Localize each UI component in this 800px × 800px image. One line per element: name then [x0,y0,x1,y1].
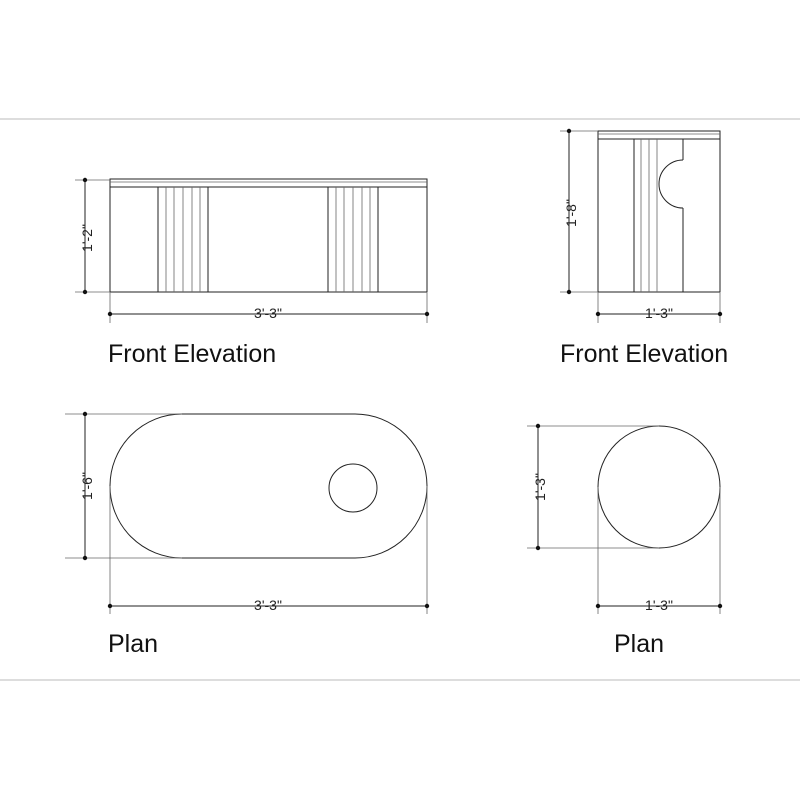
tabletop [109,178,428,188]
plan-large-view: 1'-6" 3'-3" Plan [65,411,430,658]
height-dim-label: 1'-3" [532,473,548,501]
width-dim-label: 3'-3" [254,305,282,321]
fluted-pedestal [633,139,684,292]
plan-small-view: 1'-3" 1'-3" Plan [527,423,723,658]
height-dim-label: 1'-8" [563,199,579,227]
front-elevation-large-view: 1'-2" 3'-3" Front Elevation [75,177,430,368]
tabletop [597,130,721,140]
front-elevation-small-view: 1'-8" 1'-3" Front Elevation [560,128,728,368]
fluted-leg-right [327,186,379,293]
view-title: Front Elevation [560,340,728,368]
width-dimension: 3'-3" [107,292,430,323]
fluted-leg-left [157,186,209,293]
width-dimension: 3'-3" [107,486,430,614]
height-dimension: 1'-6" [65,411,182,561]
cutout-arc [658,159,684,209]
height-dim-label: 1'-6" [79,472,95,500]
width-dimension: 1'-3" [595,487,723,614]
height-dim-label: 1'-2" [79,224,95,252]
oval-tabletop-outline [109,413,428,559]
height-dimension: 1'-3" [527,423,659,551]
view-title: Plan [108,630,158,658]
width-dimension: 1'-3" [595,292,723,323]
view-title: Plan [614,630,664,658]
width-dim-label: 1'-3" [645,305,673,321]
width-dim-label: 3'-3" [254,597,282,613]
height-dimension: 1'-8" [560,128,598,295]
width-dim-label: 1'-3" [645,597,673,613]
height-dimension: 1'-2" [75,177,110,295]
pedestal-circle [328,463,378,513]
view-title: Front Elevation [108,340,276,368]
round-tabletop-outline [597,425,721,549]
